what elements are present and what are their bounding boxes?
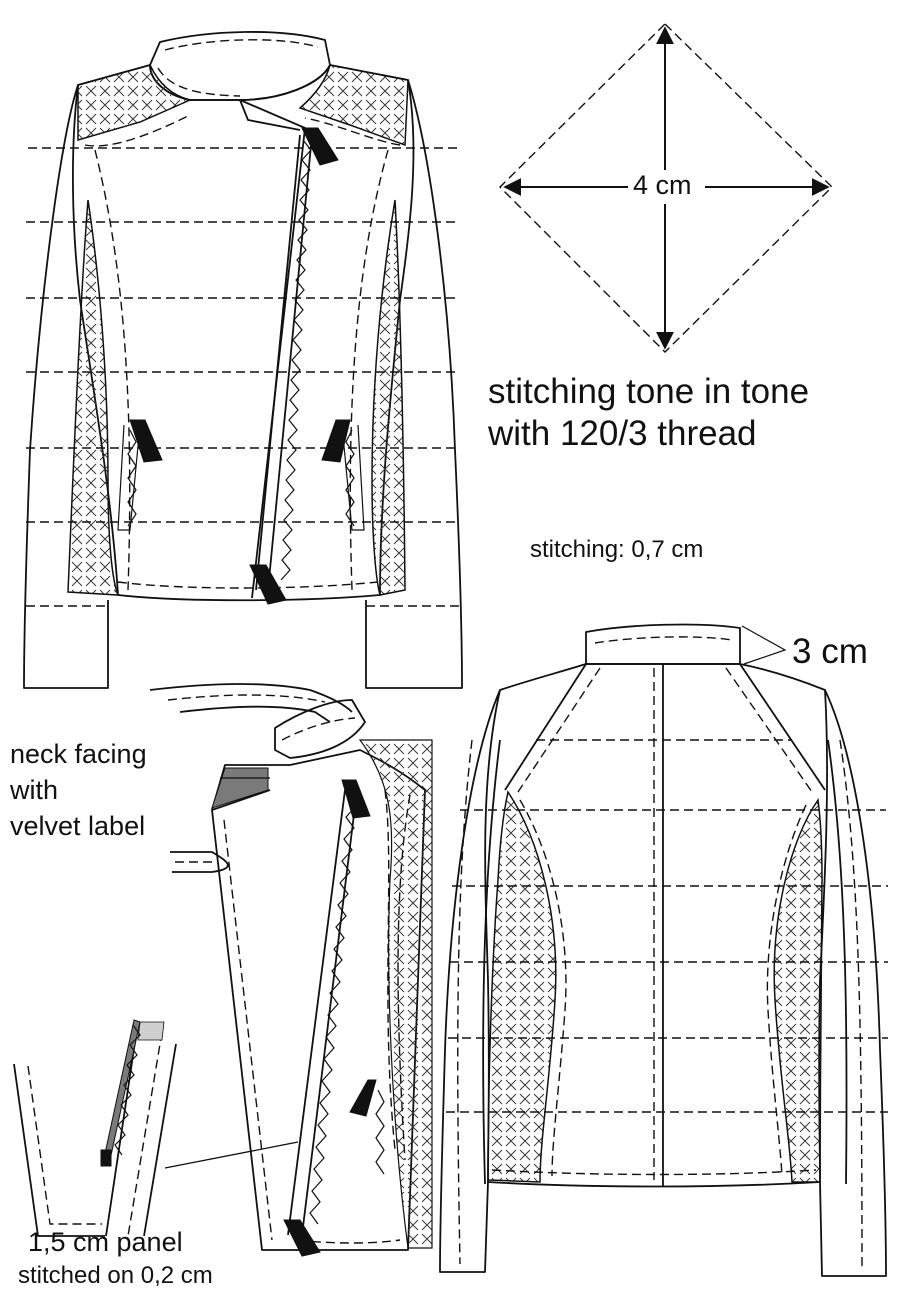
back-collar xyxy=(585,623,741,665)
front-quilting-lines xyxy=(26,147,460,607)
stitching-width-label: stitching: 0,7 cm xyxy=(530,536,704,563)
front-right-sleeve xyxy=(365,79,463,689)
collar-height-label: 3 cm xyxy=(792,632,868,671)
panel-label-line2: stitched on 0,2 cm xyxy=(18,1262,213,1289)
detail-zipper-pull-bottom xyxy=(283,1219,321,1257)
back-left-sleeve xyxy=(439,689,501,1273)
front-right-side-panel xyxy=(371,199,406,596)
back-left-side-panel xyxy=(487,790,557,1183)
front-left-yoke xyxy=(77,64,193,141)
front-zipper-pull-top xyxy=(301,127,339,166)
front-main-zipper xyxy=(280,139,312,581)
detail-collar xyxy=(274,699,366,759)
detail-pocket-pull xyxy=(349,1079,377,1117)
back-right-sleeve xyxy=(819,689,887,1277)
back-quilting-lines xyxy=(446,739,888,1113)
front-right-pocket-pull xyxy=(321,419,351,463)
front-left-pocket-pull xyxy=(129,419,163,463)
neck-facing-label-line2: with xyxy=(10,775,59,805)
stitching-note-line2: with 120/3 thread xyxy=(488,414,757,453)
detail-main-zipper xyxy=(309,794,357,1225)
stitching-note-line1: stitching tone in tone xyxy=(488,372,810,411)
back-view-jacket xyxy=(439,623,888,1277)
quilting-square-diagram xyxy=(499,23,833,353)
front-right-pocket-zipper xyxy=(345,429,355,527)
front-right-yoke xyxy=(298,64,409,147)
neck-facing-label-line1: neck facing xyxy=(10,739,147,769)
detail-front-edge-stitching xyxy=(223,819,273,1241)
panel-grey-tab xyxy=(137,1021,165,1041)
panel-zipper-teeth xyxy=(114,1024,141,1156)
front-left-pocket-zipper xyxy=(127,429,137,527)
detail-pocket-zipper xyxy=(375,1089,385,1175)
front-left-side-panel xyxy=(67,199,120,596)
back-right-side-panel xyxy=(773,797,823,1183)
square-dimension-label: 4 cm xyxy=(630,171,695,199)
velvet-label xyxy=(211,767,269,809)
panel-label-line1: 1,5 cm panel xyxy=(28,1227,183,1257)
neck-facing-label-line3: velvet label xyxy=(10,811,146,841)
detail-hatched-panel xyxy=(358,739,433,1249)
panel-closeup xyxy=(13,1019,177,1237)
detail-zipper-pull-top xyxy=(341,779,371,819)
panel-zipper-stop xyxy=(100,1149,112,1167)
front-left-sleeve xyxy=(23,84,109,689)
quilting-square-outline xyxy=(499,23,833,353)
front-zipper-pull-bottom xyxy=(249,564,287,605)
front-detail-view xyxy=(13,683,433,1257)
front-collar xyxy=(149,31,331,101)
front-view-jacket xyxy=(23,31,463,689)
